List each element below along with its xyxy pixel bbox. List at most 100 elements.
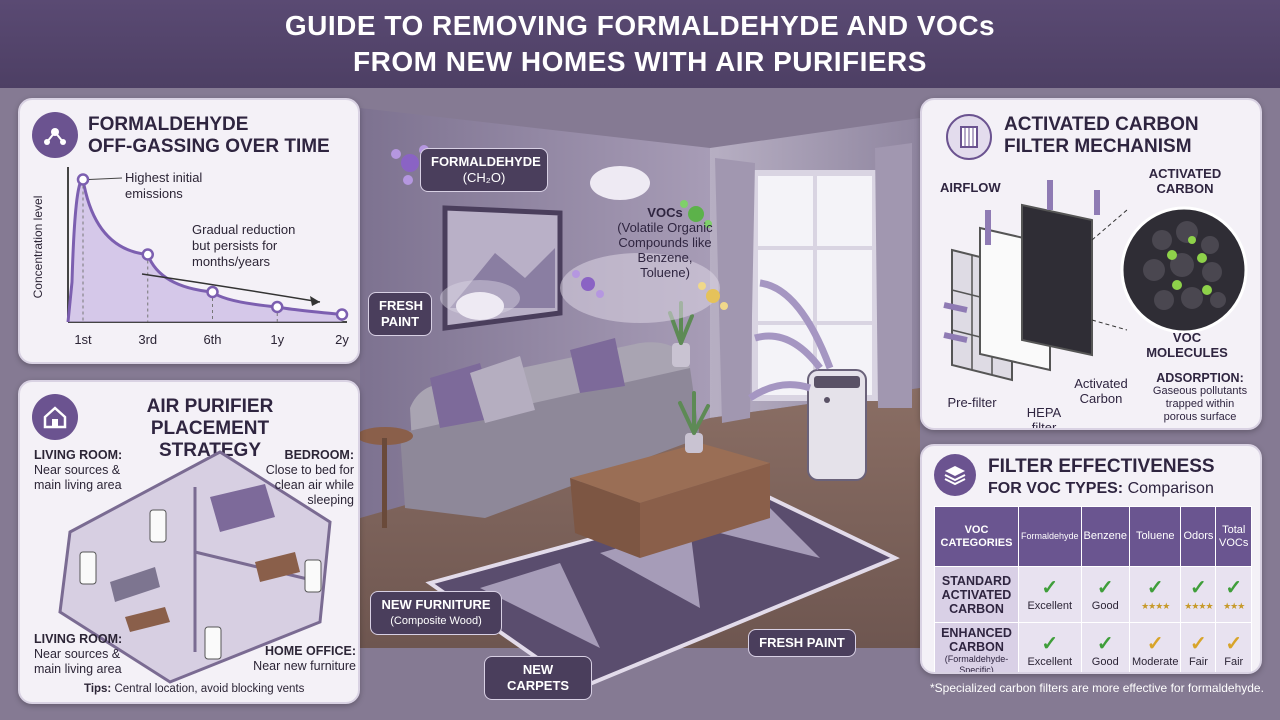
activated-line2: Carbon xyxy=(1079,391,1123,406)
adsorption-label: ADSORPTION: Gaseous pollutants trapped w… xyxy=(1140,372,1260,424)
col-header: Odors xyxy=(1180,506,1217,567)
adsorption-title: ADSORPTION: xyxy=(1156,371,1244,385)
tips-label: Tips: xyxy=(84,683,112,695)
effectiveness-title-line1: FILTER EFFECTIVENESS xyxy=(988,456,1215,477)
page-title-line2: FROM NEW HOMES WITH AIR PURIFIERS xyxy=(353,46,927,77)
offgassing-title-line2: OFF-GASSING OVER TIME xyxy=(88,136,330,157)
check-icon: ✓ xyxy=(1041,576,1059,599)
check-icon: ✓ xyxy=(1225,576,1243,599)
voc-molecules-label: VOC MOLECULES xyxy=(1142,330,1232,360)
series-area xyxy=(68,179,342,322)
placement-title-line1: AIR PURIFIER xyxy=(146,396,274,417)
x-tick-label: 1st xyxy=(74,332,92,347)
window-plant xyxy=(672,343,690,367)
check-icon: ✓ xyxy=(1146,632,1164,655)
voc-molecules-line1: VOC xyxy=(1172,330,1202,345)
row-category-label: ENHANCED CARBON xyxy=(941,625,1012,654)
office-title: HOME OFFICE: xyxy=(265,644,356,658)
side-table xyxy=(357,427,413,445)
adsorption-line2: trapped within xyxy=(1165,398,1235,410)
living2-note: LIVING ROOM: Near sources & main living … xyxy=(34,632,154,677)
carbon-layer xyxy=(1021,203,1093,357)
rating: Excellent xyxy=(1027,655,1073,668)
star-rating: ★★★★ xyxy=(1141,600,1170,611)
carbon-panel: ACTIVATED CARBON FILTER MECHANISM xyxy=(920,98,1262,430)
prefilter-label: Pre-filter xyxy=(947,395,997,410)
hepa-line2: filter xyxy=(1031,420,1057,430)
fresh-paint-top-line1: FRESH xyxy=(379,298,424,313)
row-category-sub: (Formaldehyde-Specific) xyxy=(944,653,1009,674)
table-cell: ✓Fair xyxy=(1215,622,1252,672)
effectiveness-title-line2b: Comparison xyxy=(1127,480,1214,497)
voc-molecule-green xyxy=(680,200,712,228)
purifier-office xyxy=(304,559,322,593)
data-point xyxy=(76,173,90,186)
check-icon: ✓ xyxy=(1096,632,1114,655)
star-rating: ★★★ xyxy=(1223,600,1245,611)
room-scene: FORMALDEHYDE (CH₂O) VOCs (Volatile Organ… xyxy=(0,88,1280,720)
vocs-label-line4: Toluene) xyxy=(640,265,690,280)
col-header: Total VOCs xyxy=(1215,506,1252,567)
office-note: HOME OFFICE: Near new furniture xyxy=(220,644,356,674)
tips-text: Central location, avoid blocking vents xyxy=(114,683,305,695)
vocs-label-line2: Compounds like xyxy=(618,235,712,250)
living1-text2: main living area xyxy=(34,478,122,492)
hepa-line1: HEPA xyxy=(1026,405,1062,420)
placement-title-line2: PLACEMENT STRATEGY xyxy=(150,418,270,461)
annotation-peak-1: Highest initial xyxy=(125,170,202,185)
check-icon: ✓ xyxy=(1041,632,1059,655)
check-icon: ✓ xyxy=(1225,632,1243,655)
x-tick-label: 6th xyxy=(203,332,221,347)
filter-diagram xyxy=(943,180,1248,382)
voc-molecule-yellow xyxy=(698,282,728,310)
carbon-title: ACTIVATED CARBON FILTER MECHANISM xyxy=(1004,114,1199,158)
check-icon: ✓ xyxy=(1146,576,1164,599)
col-header-label: Toluene xyxy=(1135,530,1175,542)
purifier-living2 xyxy=(204,626,222,660)
effectiveness-table: VOC CATEGORIES Formaldehyde Benzene Tolu… xyxy=(934,506,1252,674)
living2-text1: Near sources & xyxy=(34,647,121,661)
fresh-paint-top-line2: PAINT xyxy=(380,314,420,329)
trend-arrow xyxy=(141,273,321,303)
formaldehyde-label-line2: (CH₂O) xyxy=(462,170,506,185)
row-category: ENHANCED CARBON (Formaldehyde-Specific) xyxy=(934,622,1019,674)
cloud-left xyxy=(456,292,504,320)
effectiveness-panel: FILTER EFFECTIVENESS FOR VOC TYPES: Comp… xyxy=(920,444,1262,674)
vocs-label: VOCs (Volatile Organic Compounds like Be… xyxy=(600,205,730,280)
new-carpets-label: NEW CARPETS xyxy=(484,656,592,700)
bedroom-text3: sleeping xyxy=(307,493,354,507)
fresh-paint-label-bottom: FRESH PAINT xyxy=(748,629,856,657)
table-plan xyxy=(125,607,170,632)
cushion-mid xyxy=(470,356,535,423)
purifier-living1 xyxy=(79,551,97,585)
carbon-title-line2: FILTER MECHANISM xyxy=(1004,136,1192,157)
tips-note: Tips: Central location, avoid blocking v… xyxy=(84,682,354,697)
living2-title: LIVING ROOM: xyxy=(34,632,123,646)
col-header: Formaldehyde xyxy=(1018,506,1082,567)
col-header: Benzene xyxy=(1080,506,1130,567)
vocs-label-title: VOCs xyxy=(647,205,683,220)
data-point xyxy=(141,248,154,261)
check-icon: ✓ xyxy=(1096,576,1114,599)
desk-plan xyxy=(255,552,300,582)
offgassing-title: FORMALDEHYDE OFF-GASSING OVER TIME xyxy=(88,114,330,158)
trend-arrowhead xyxy=(310,296,320,306)
house-icon xyxy=(32,394,78,440)
table-cell: ✓Moderate xyxy=(1128,622,1182,672)
activated-carbon-label: ACTIVATED CARBON xyxy=(1140,166,1230,196)
page-title-line1: GUIDE TO REMOVING FORMALDEHYDE AND VOCs xyxy=(284,10,996,41)
col-header-label: Benzene xyxy=(1083,530,1127,542)
data-point xyxy=(335,308,349,321)
x-tick-label: 2y xyxy=(335,332,349,347)
table-cell: ✓★★★★ xyxy=(1180,566,1217,623)
table-header-row: VOC CATEGORIES Formaldehyde Benzene Tolu… xyxy=(934,506,1252,567)
placement-title: AIR PURIFIER PLACEMENT STRATEGY xyxy=(100,396,320,462)
filter-icon xyxy=(946,114,992,160)
vocs-label-line1: (Volatile Organic xyxy=(617,220,713,235)
bedroom-text1: Close to bed for xyxy=(265,463,354,477)
table-row: ENHANCED CARBON (Formaldehyde-Specific) … xyxy=(934,622,1252,674)
check-icon: ✓ xyxy=(1190,576,1207,599)
living1-title: LIVING ROOM: xyxy=(34,448,123,462)
bed xyxy=(210,484,275,532)
